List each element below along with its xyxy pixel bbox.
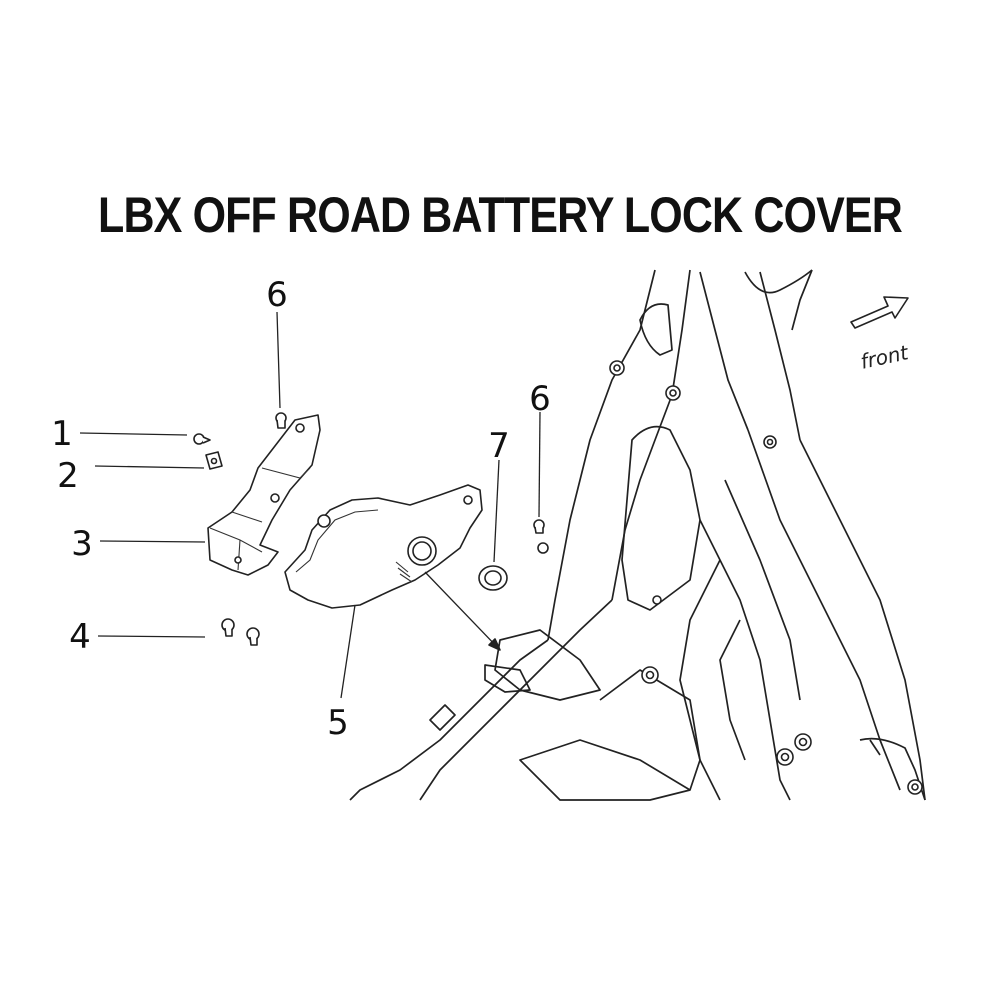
- motorcycle-frame: [349, 269, 926, 801]
- front-arrow-icon: [850, 296, 909, 329]
- front-direction-label: front: [858, 340, 911, 374]
- part-6-bolt-left: [275, 412, 287, 429]
- diagram-title: LBX OFF ROAD BATTERY LOCK COVER: [98, 187, 903, 243]
- callout-3: 3: [71, 524, 93, 564]
- part-1-screw: [193, 433, 211, 445]
- part-5-lock-cover: [284, 484, 483, 609]
- callout-5: 5: [327, 703, 349, 743]
- part-7-grommet: [478, 565, 508, 591]
- part-4-bolts: [221, 618, 260, 646]
- callout-7: 7: [488, 426, 510, 466]
- part-6-bolt-right: [533, 519, 545, 534]
- callout-2: 2: [57, 456, 79, 496]
- part-2-clip-nut: [205, 451, 223, 470]
- callout-4: 4: [69, 617, 91, 657]
- callout-6-left: 6: [266, 275, 288, 315]
- callout-1: 1: [51, 414, 73, 454]
- leader-lines: [79, 311, 541, 699]
- callout-6-right: 6: [529, 379, 551, 419]
- part-3-bracket: [207, 414, 321, 576]
